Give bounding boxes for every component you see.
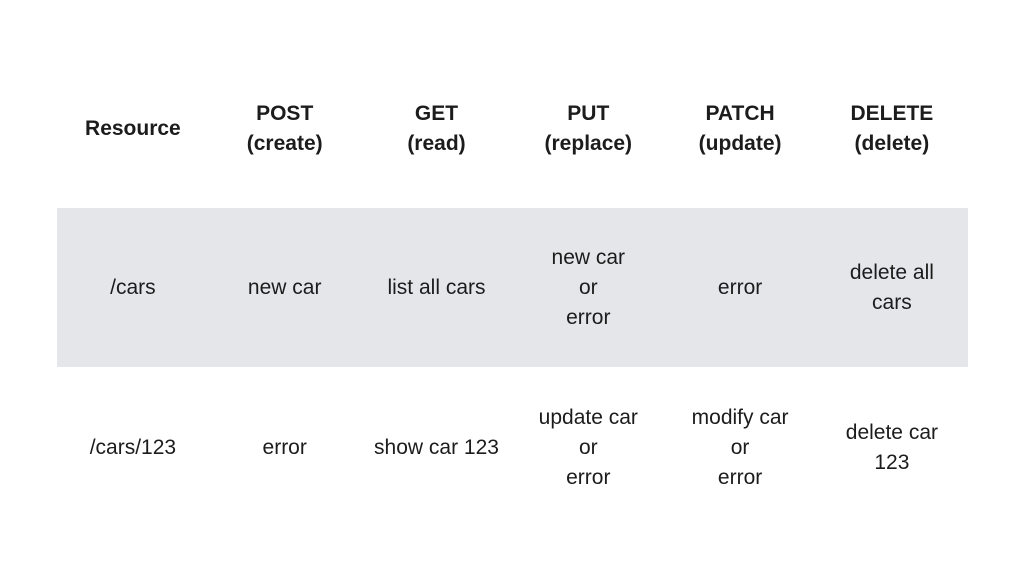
table-cell-delete: delete car 123	[845, 420, 938, 474]
table-cell-patch: modify car or error	[691, 405, 789, 489]
header-cell-put: PUT (replace)	[544, 102, 633, 155]
table-cell-delete: delete all cars	[849, 260, 934, 314]
header-cell-patch: PATCH (update)	[698, 102, 782, 155]
header-cell-post: POST (create)	[246, 102, 323, 155]
table-cell-put: update car or error	[538, 405, 638, 489]
table-cell-put: new car or error	[551, 245, 626, 329]
rest-methods-table: Resource POST (create) GET (read) PUT (r…	[57, 50, 968, 528]
table-cell-get: show car 123	[374, 435, 499, 459]
header-cell-resource: Resource	[85, 117, 181, 140]
table-cell-resource: /cars/123	[89, 435, 177, 459]
header-cell-delete: DELETE (delete)	[850, 102, 934, 155]
table-row-cars: /cars new car list all cars new car or e…	[57, 208, 968, 367]
table-cell-post: error	[262, 435, 307, 459]
table-cell-get: list all cars	[387, 275, 486, 299]
table-cell-resource: /cars	[110, 275, 156, 299]
table-row-cars-123: /cars/123 error show car 123 update car …	[57, 367, 968, 528]
table-cell-patch: error	[717, 275, 763, 299]
table-header-row: Resource POST (create) GET (read) PUT (r…	[57, 50, 968, 208]
table-cell-post: new car	[247, 275, 322, 299]
header-cell-get: GET (read)	[407, 102, 466, 155]
